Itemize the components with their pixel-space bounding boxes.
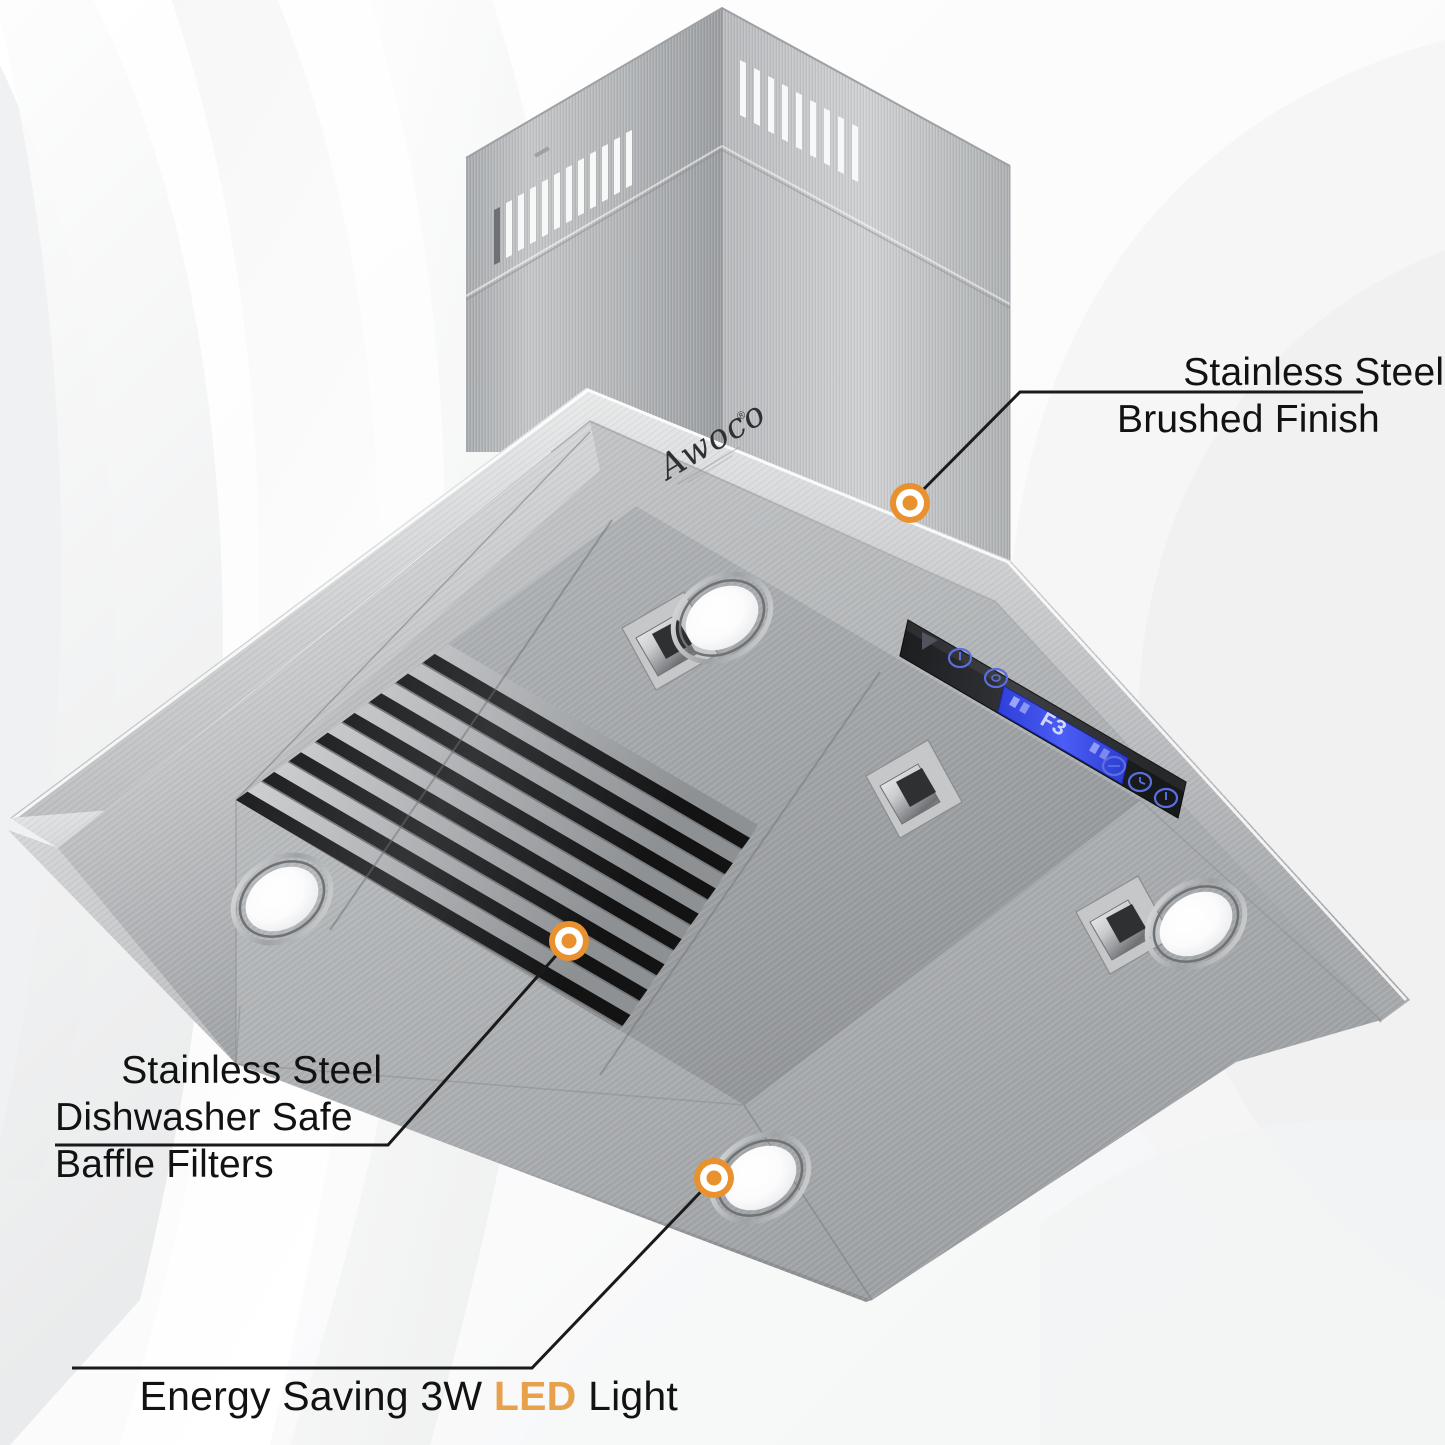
timer-icon[interactable] xyxy=(1127,771,1153,793)
fan-icon[interactable] xyxy=(983,667,1009,689)
hood-canopy: F3 xyxy=(8,388,1410,1302)
callout-led-light: Energy Saving 3W LED Light xyxy=(70,1326,678,1445)
filter-handle-latch[interactable] xyxy=(621,591,1173,975)
control-panel[interactable]: F3 xyxy=(899,619,1187,819)
callout-text-led-light: Energy Saving 3W LED Light xyxy=(139,1373,678,1419)
led-light xyxy=(230,571,1248,1225)
chimney xyxy=(465,6,1011,560)
fan-speed-icon[interactable] xyxy=(1101,755,1127,777)
power-icon[interactable] xyxy=(947,647,973,669)
play-arrow-icon[interactable] xyxy=(922,632,938,650)
led-highlight-word: LED xyxy=(493,1373,577,1419)
light-icon[interactable] xyxy=(1153,787,1179,809)
lcd-display: F3 xyxy=(997,685,1129,785)
chimney-vent-slots xyxy=(494,60,858,265)
